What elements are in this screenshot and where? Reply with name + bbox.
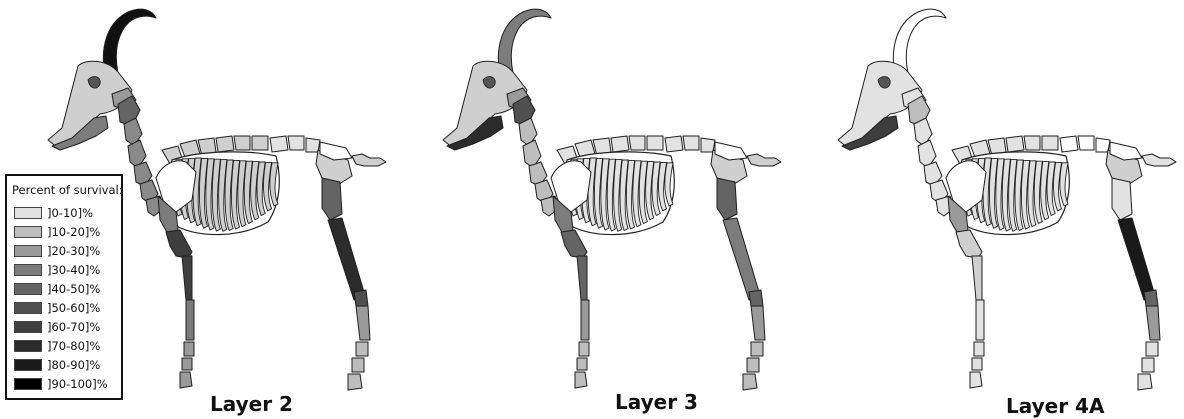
fore-phalanx-2 [972,358,982,370]
lumbar-vertebra-1 [665,136,683,152]
tarsals [749,290,763,306]
tibia [1118,218,1154,300]
radius-ulna-shaft [577,256,587,300]
legend-label: ]90-100]% [47,377,108,391]
fore-phalanx-3 [180,372,192,388]
thoracic-vertebra-5 [629,136,645,150]
legend-label: ]50-60]% [47,301,100,315]
legend-label: ]20-30]% [47,244,100,258]
goat-skeleton-layer-4a [790,0,1184,419]
legend-swatch [14,340,42,352]
fore-phalanx-2 [182,358,192,370]
legend-label: ]70-80]% [47,339,100,353]
hind-phalanx-2 [1142,358,1154,372]
survival-legend: Percent of survival: ]0-10]% ]10-20]% ]2… [5,174,123,400]
metatarsal [1146,306,1160,340]
legend-swatch [14,207,42,219]
metatarsal [751,306,765,340]
hind-phalanx-2 [352,358,364,372]
legend-swatch [14,264,42,276]
metacarpal [186,300,194,340]
legend-label: ]10-20]% [47,225,100,239]
legend-label: ]80-90]% [47,358,100,372]
fore-phalanx-1 [184,342,194,356]
fore-phalanx-1 [579,342,589,356]
hind-phalanx-3 [348,374,362,390]
hind-phalanx-1 [751,342,763,356]
metacarpal [581,300,589,340]
thoracic-vertebra-4 [611,136,629,152]
caudal-vertebrae [1142,154,1176,166]
panel-layer-4a: Layer 4A [790,0,1184,419]
tibia [328,218,364,300]
legend-label: ]60-70]% [47,320,100,334]
thoracic-vertebra-5 [234,136,250,150]
hind-phalanx-3 [1138,374,1152,390]
legend-swatch [14,378,42,390]
legend-title: Percent of survival: [12,183,123,197]
radius-ulna-proximal [956,230,982,258]
fore-phalanx-3 [575,372,587,388]
lumbar-vertebra-2 [1078,136,1094,150]
goat-skeleton-layer-3 [395,0,790,419]
thoracic-vertebra-6 [1042,136,1058,150]
lumbar-vertebra-2 [683,136,699,150]
thoracic-vertebra-5 [1024,136,1040,150]
thoracic-vertebra-4 [216,136,234,152]
legend-swatch [14,226,42,238]
radius-ulna-proximal [166,230,192,258]
thoracic-vertebra-6 [252,136,268,150]
metacarpal [976,300,984,340]
femur [322,178,342,220]
fore-phalanx-3 [970,372,982,388]
hind-phalanx-2 [747,358,759,372]
femur [717,178,737,220]
radius-ulna-shaft [972,256,982,300]
hind-phalanx-1 [1146,342,1158,356]
tarsals [1144,290,1158,306]
thoracic-vertebra-4 [1006,136,1024,152]
tarsals [354,290,368,306]
legend-label: ]0-10]% [47,206,93,220]
layer-title: Layer 2 [210,392,293,416]
lumbar-vertebra-1 [270,136,288,152]
legend-swatch [14,359,42,371]
legend-swatch [14,302,42,314]
legend-swatch [14,245,42,257]
radius-ulna-shaft [182,256,192,300]
layer-title: Layer 4A [1006,394,1104,418]
legend-swatch [14,321,42,333]
hind-phalanx-1 [356,342,368,356]
lumbar-vertebra-2 [288,136,304,150]
panel-layer-3: Layer 3 [395,0,790,419]
lumbar-vertebra-1 [1060,136,1078,152]
caudal-vertebrae [747,154,781,166]
femur [1112,178,1132,220]
hind-phalanx-3 [743,374,757,390]
legend-label: ]30-40]% [47,263,100,277]
metatarsal [356,306,370,340]
legend-swatch [14,283,42,295]
legend-label: ]40-50]% [47,282,100,296]
tibia [723,218,759,300]
layer-title: Layer 3 [615,390,698,414]
caudal-vertebrae [352,154,386,166]
thoracic-vertebra-6 [647,136,663,150]
fore-phalanx-1 [974,342,984,356]
fore-phalanx-2 [577,358,587,370]
radius-ulna-proximal [561,230,587,258]
